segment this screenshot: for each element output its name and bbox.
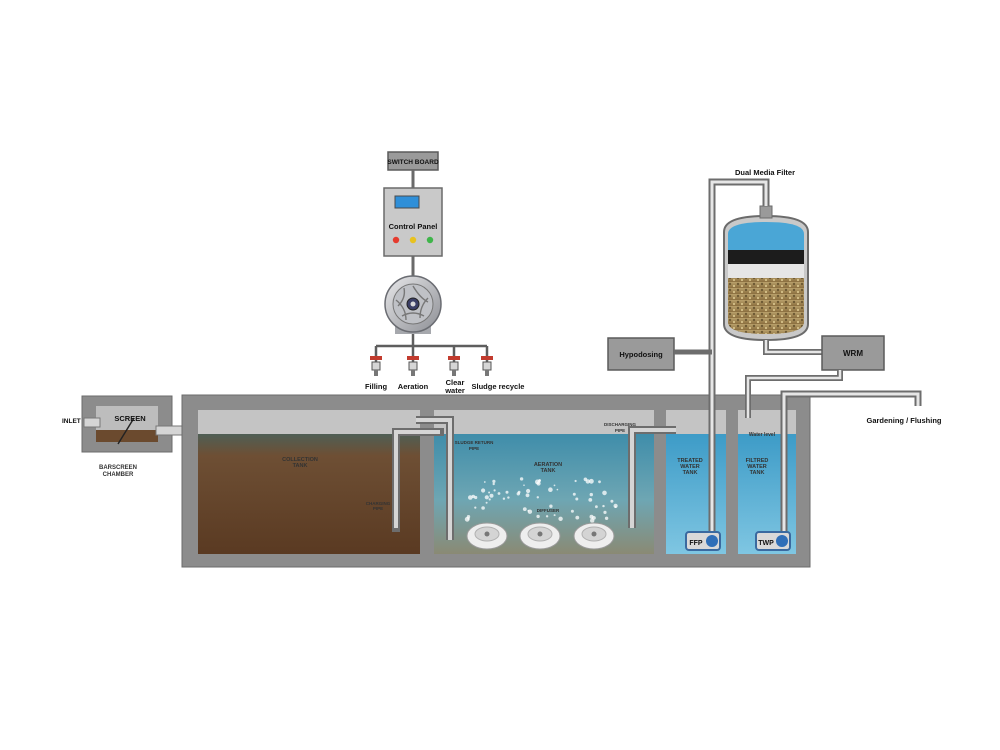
dual-media-filter-label: Dual Media Filter xyxy=(735,168,795,177)
filtered-label-2: WATER xyxy=(747,464,766,470)
valve-icon xyxy=(370,356,382,376)
treated-label-3: TANK xyxy=(683,470,698,476)
switch-board: SWITCH BOARD xyxy=(387,151,439,171)
collection-label-1: COLLECTION xyxy=(282,457,318,463)
diffuser-icon xyxy=(519,522,561,550)
diffuser-icon xyxy=(466,522,508,550)
anthracite-layer xyxy=(728,250,804,264)
barscreen-label-1: BARSCREEN xyxy=(99,465,137,471)
collection-tank: COLLECTION TANK CHARGING PIPE xyxy=(198,434,420,554)
valve-icon xyxy=(481,356,493,376)
barscreen-label-2: CHAMBER xyxy=(103,472,134,478)
valve-icon xyxy=(407,356,419,376)
valve-icon xyxy=(448,356,460,376)
indicator-yellow xyxy=(409,236,417,244)
treated-label-2: WATER xyxy=(680,464,699,470)
air-bubbles xyxy=(464,477,618,523)
water-level-label: Water level xyxy=(749,432,776,438)
filter-to-wrm-pipe xyxy=(763,340,822,355)
gardening-flushing-label: Gardening / Flushing xyxy=(867,416,942,425)
aeration-label-1: AERATION xyxy=(534,462,562,468)
diffuser-icon xyxy=(573,522,615,550)
valve-label-clear-water-1: Clear xyxy=(446,378,465,387)
pump-icon: TWP xyxy=(755,531,791,551)
ffp-label: FFP xyxy=(689,540,703,547)
control-panel-label: Control Panel xyxy=(389,222,438,231)
pump-icon: FFP xyxy=(685,531,721,551)
switch-board-label: SWITCH BOARD xyxy=(387,159,439,166)
wrm-unit: WRM xyxy=(821,335,885,371)
inlet-label: INLET xyxy=(62,418,81,425)
blower-icon xyxy=(384,275,442,334)
indicator-green xyxy=(426,236,434,244)
valve-label-aeration: Aeration xyxy=(398,382,429,391)
panel-display xyxy=(394,195,420,209)
indicator-red xyxy=(392,236,400,244)
sand-gravel-layer xyxy=(728,278,804,334)
discharging-label-1: DISCHARGING xyxy=(604,422,637,427)
filtered-label-1: FILTRED xyxy=(746,458,769,464)
dual-media-filter xyxy=(723,205,809,342)
hypodosing-label: Hypodosing xyxy=(619,350,663,359)
valve-label-sludge-recycle: Sludge recycle xyxy=(472,382,525,391)
diffuser-label: DIFFUSER xyxy=(537,508,560,513)
valve-label-clear-water-2: water xyxy=(444,386,465,395)
discharging-label-2: PIPE xyxy=(615,428,625,433)
air-manifold xyxy=(374,334,489,372)
inlet-pipe xyxy=(83,417,101,428)
valve-label-filling: Filling xyxy=(365,382,387,391)
filtered-label-3: TANK xyxy=(750,470,765,476)
sludge-return-label-1: SLUDGE RETURN xyxy=(455,440,494,445)
twp-label: TWP xyxy=(758,540,774,547)
transfer-label-2: PIPE xyxy=(373,506,383,511)
sludge-return-label-2: PIPE xyxy=(469,446,479,451)
control-panel: Control Panel xyxy=(383,187,443,257)
wrm-label: WRM xyxy=(843,349,863,358)
transfer-label-1: CHARGING xyxy=(366,501,391,506)
treated-label-1: TREATED xyxy=(677,458,703,464)
screen-label: SCREEN xyxy=(114,414,145,423)
collection-label-2: TANK xyxy=(293,463,308,469)
aeration-label-2: TANK xyxy=(541,468,556,474)
hypodosing-unit: Hypodosing xyxy=(607,337,675,371)
